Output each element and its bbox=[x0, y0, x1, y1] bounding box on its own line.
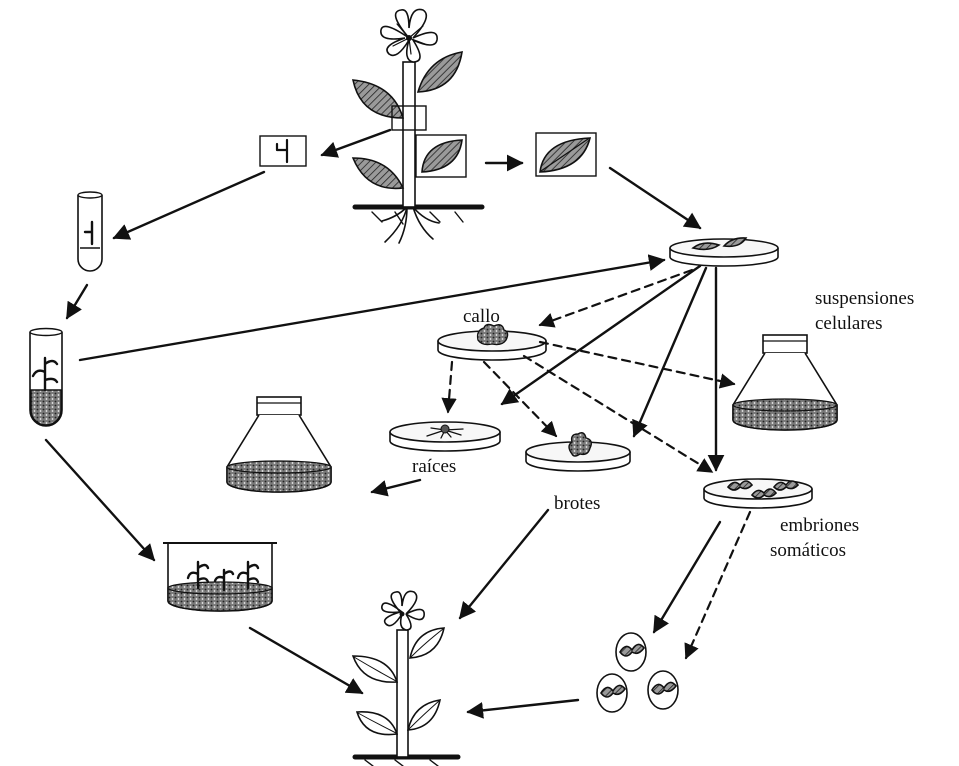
arrow-plant-to-node bbox=[320, 128, 392, 158]
regenerated-plant bbox=[351, 590, 461, 766]
mother-plant bbox=[351, 8, 485, 244]
node-selection-box bbox=[391, 105, 427, 131]
arrow-roots-to-flask bbox=[370, 478, 422, 497]
node-explant bbox=[259, 135, 307, 167]
leaf-upper-left bbox=[351, 79, 405, 119]
plantlet-container bbox=[163, 542, 277, 612]
suspension-flask bbox=[732, 334, 838, 431]
shoots-dish bbox=[525, 431, 631, 472]
label-shoots: brotes bbox=[554, 493, 600, 514]
arrows-solid bbox=[44, 128, 725, 719]
leaf-lower-left bbox=[351, 157, 405, 190]
test-tube-1 bbox=[77, 191, 103, 272]
leaf-in-box bbox=[421, 139, 463, 173]
arrow-tube-to-dish bbox=[78, 254, 666, 362]
callus-dish bbox=[437, 323, 547, 361]
arrow-leaf-to-dish bbox=[608, 166, 702, 230]
test-tube-2 bbox=[29, 327, 63, 427]
arrow-container-to-plant bbox=[248, 626, 364, 695]
label-cellular: celulares bbox=[815, 313, 883, 334]
arrow-dish-to-shoots bbox=[632, 266, 708, 438]
roots-dish bbox=[389, 421, 501, 452]
arrow-callus-to-embryos bbox=[522, 354, 714, 474]
roots bbox=[381, 206, 440, 244]
arrows-dashed bbox=[441, 268, 752, 660]
callus-mass bbox=[476, 323, 509, 346]
synthetic-seeds bbox=[596, 632, 679, 713]
leaf-explant bbox=[535, 132, 597, 177]
arrow-embryos-to-seeds-dashed bbox=[684, 510, 752, 660]
arrow-tube-to-container bbox=[44, 438, 156, 562]
label-suspensions: suspensiones bbox=[815, 288, 914, 309]
arrow-callus-to-shoots bbox=[482, 360, 558, 438]
label-somatic: somáticos bbox=[770, 540, 846, 561]
flower-icon bbox=[380, 8, 438, 63]
soil-marks bbox=[371, 211, 464, 225]
arrow-embryos-to-seeds bbox=[652, 520, 722, 634]
arrow-seeds-to-plant bbox=[466, 698, 580, 719]
arrow-callus-to-roots bbox=[441, 360, 457, 414]
embryos-dish bbox=[703, 478, 813, 509]
label-embryos: embriones bbox=[780, 515, 859, 536]
arrow-shoots-to-plant bbox=[458, 508, 550, 620]
arrow-dish-to-roots bbox=[500, 264, 702, 406]
leaf-upper-right bbox=[416, 51, 463, 93]
rooting-flask bbox=[226, 396, 332, 493]
petri-dish-main bbox=[669, 237, 779, 267]
arrow-callus-to-suspension bbox=[538, 340, 736, 389]
stem bbox=[402, 61, 416, 208]
label-roots: raíces bbox=[412, 456, 456, 477]
label-callus: callo bbox=[463, 306, 500, 327]
arrow-node-to-tube bbox=[112, 170, 266, 240]
arrow-tube-to-tube bbox=[65, 283, 89, 320]
arrow-dish-to-callus bbox=[538, 268, 694, 328]
flower-icon bbox=[381, 590, 425, 631]
